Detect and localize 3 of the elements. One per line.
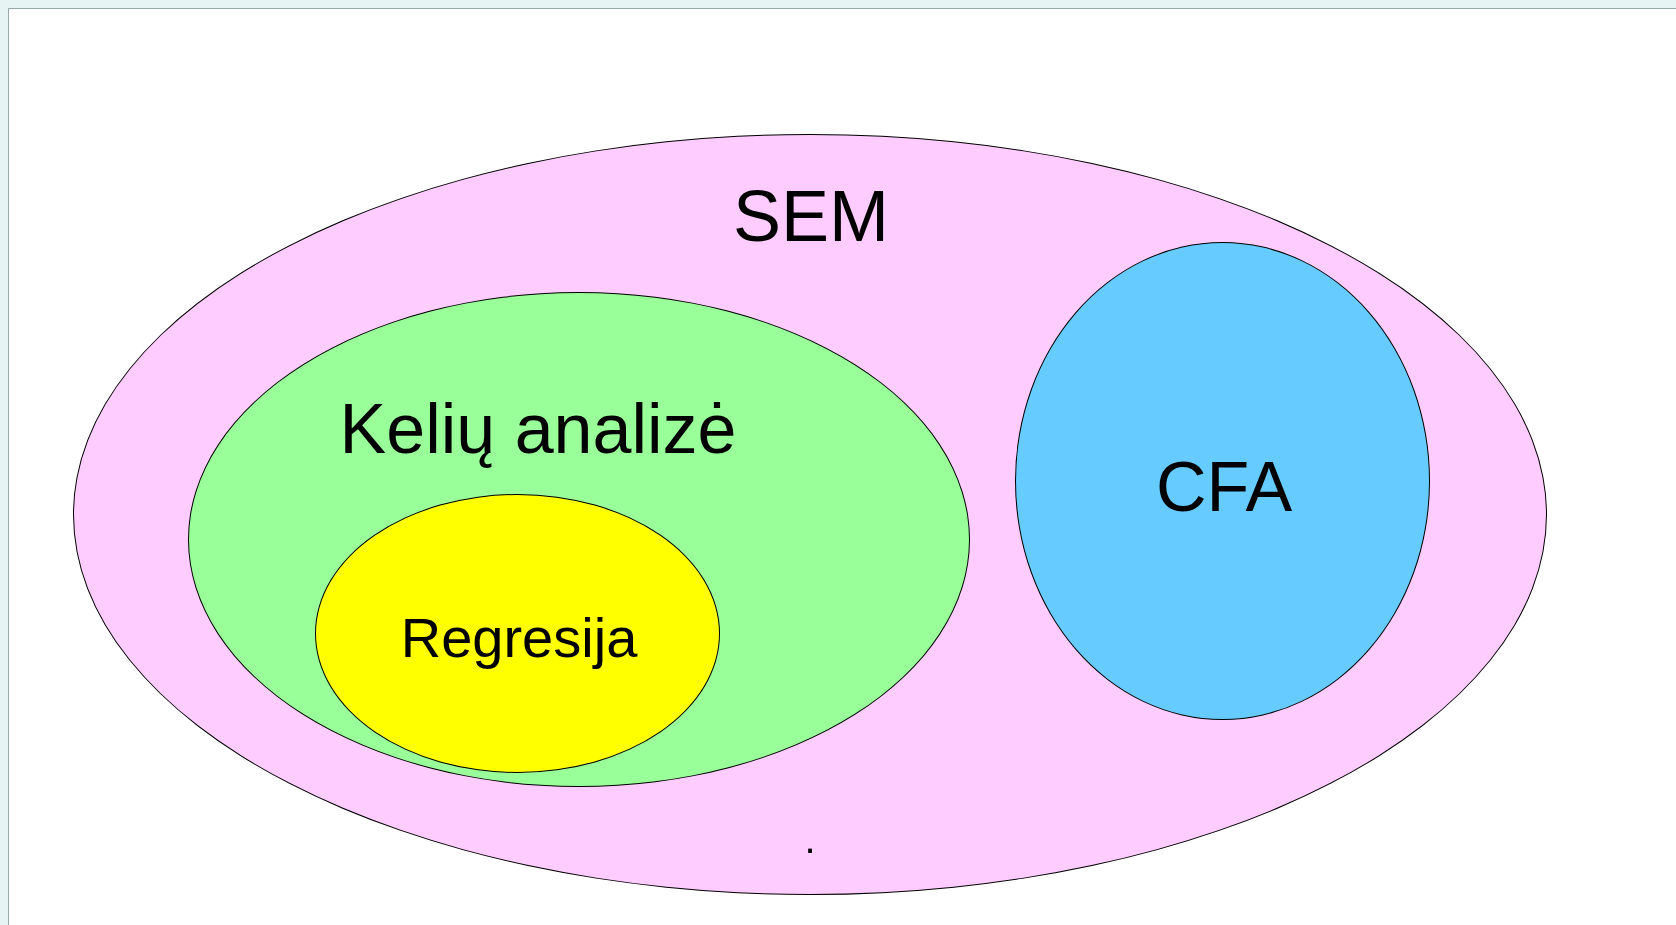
dot-mark: . bbox=[804, 819, 816, 859]
ellipse-label: SEM bbox=[733, 180, 889, 252]
ellipse-label: CFA bbox=[1155, 452, 1293, 522]
